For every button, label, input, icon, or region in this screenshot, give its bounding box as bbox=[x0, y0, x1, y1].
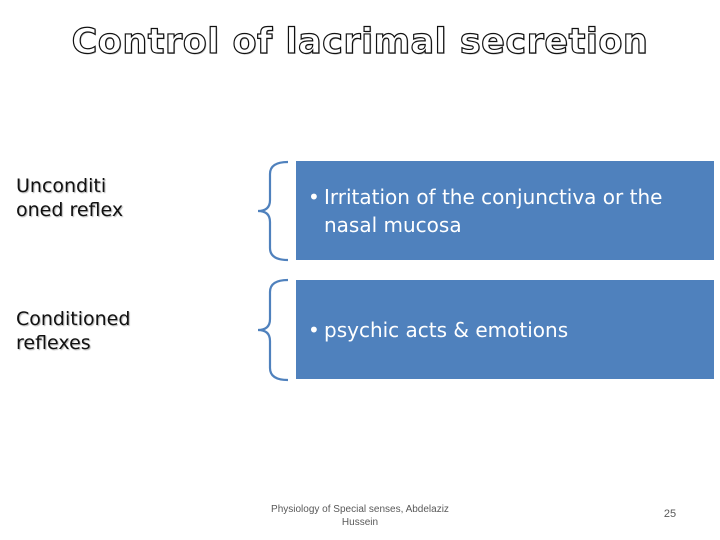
left-brace-icon bbox=[257, 160, 289, 262]
row-label-unconditioned: Unconditi oned reflex bbox=[16, 175, 124, 221]
bullet-text: psychic acts & emotions bbox=[324, 317, 569, 342]
left-brace-icon bbox=[257, 278, 289, 382]
bullet-box-conditioned: • psychic acts & emotions bbox=[296, 280, 714, 379]
bullet-item: • psychic acts & emotions bbox=[308, 316, 568, 344]
row-label-conditioned: Conditioned reflexes bbox=[16, 308, 131, 354]
bullet-text: Irritation of the conjunctiva or the nas… bbox=[324, 184, 663, 237]
bullet-item: • Irritation of the conjunctiva or the n… bbox=[308, 183, 704, 239]
slide-title: Control of lacrimal secretion bbox=[71, 21, 649, 62]
bullet-dot: • bbox=[308, 184, 320, 209]
bullet-dot: • bbox=[308, 317, 320, 342]
bullet-box-unconditioned: • Irritation of the conjunctiva or the n… bbox=[296, 161, 714, 260]
page-number: 25 bbox=[663, 508, 677, 520]
slide-footer: Physiology of Special senses, Abdelaziz … bbox=[271, 504, 449, 528]
